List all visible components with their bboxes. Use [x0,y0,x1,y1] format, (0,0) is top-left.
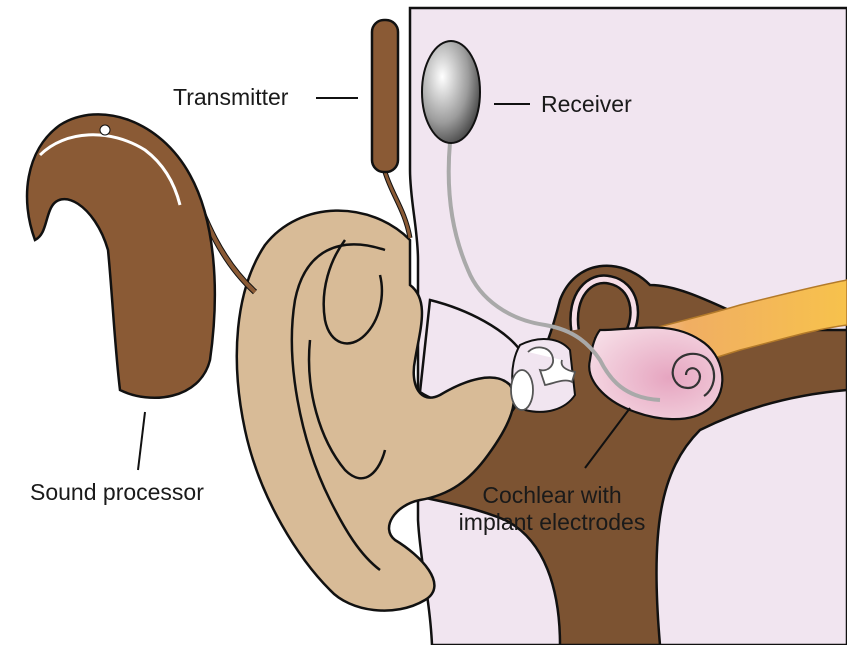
transmitter-label: Transmitter [173,84,288,111]
sound-processor-device [27,114,215,397]
cochlear-label-line-2: implant electrodes [426,509,678,536]
receiver-device [422,41,480,143]
sound-processor-label: Sound processor [30,479,204,506]
cochlear-label-line-1: Cochlear with [426,482,678,509]
leader-sound-processor [138,412,145,470]
transmitter-device [372,20,398,172]
eardrum [511,370,533,410]
sound-processor-button [100,125,110,135]
receiver-label: Receiver [541,91,632,118]
cochlear-label: Cochlear with implant electrodes [426,482,678,536]
